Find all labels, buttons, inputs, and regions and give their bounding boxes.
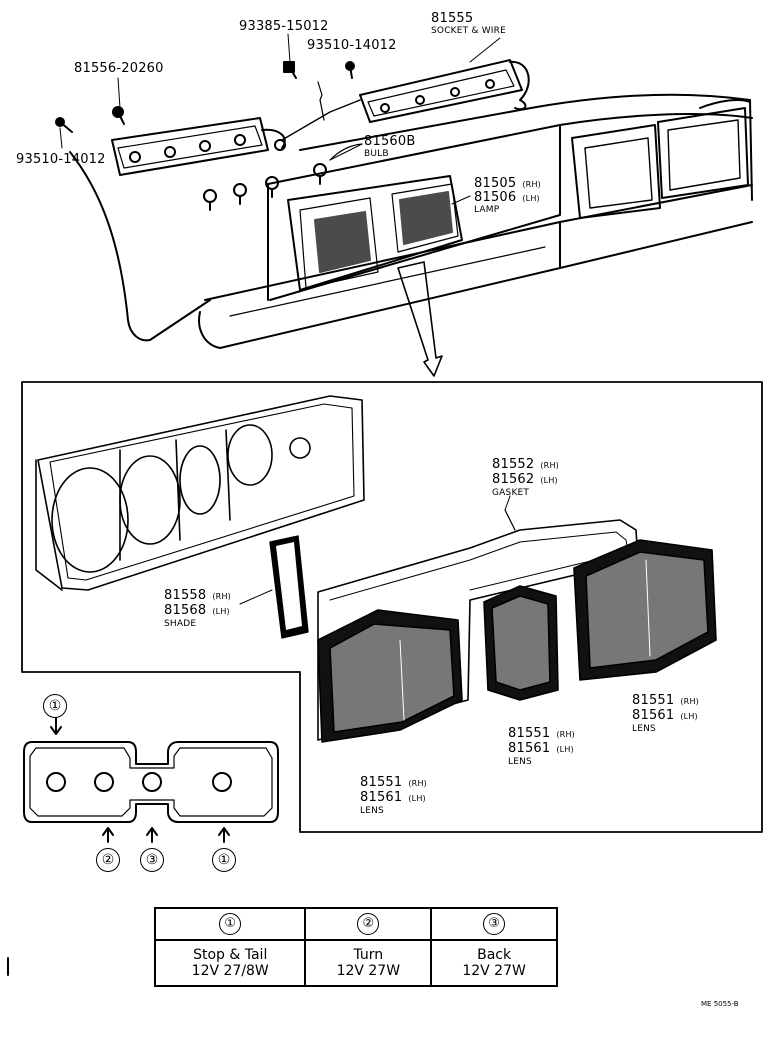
lens-left: [317, 609, 463, 743]
part-label-81562: 81562 (LH): [492, 473, 558, 487]
legend-function-2: Turn: [353, 947, 384, 963]
detail-arrow: [397, 261, 443, 377]
screw-hardware: [55, 61, 355, 133]
side-81558: (RH): [212, 592, 231, 601]
legend-spec-1: 12V 27/8W: [191, 963, 269, 979]
lamp-on-car: [287, 175, 463, 291]
part-label-lens-mid-rh: 81551 (RH): [508, 727, 575, 741]
part-number-81506: 81506: [474, 190, 517, 205]
side-81506: (LH): [522, 194, 540, 203]
side-81505: (RH): [522, 180, 541, 189]
legend-header-row: ① ② ③: [153, 907, 558, 941]
part-desc-lamp: LAMP: [474, 205, 500, 215]
side-lens-mid-rh: (RH): [556, 730, 575, 739]
part-number-lens-right-rh: 81551: [632, 693, 675, 708]
part-label-lens-right-rh: 81551 (RH): [632, 694, 699, 708]
part-label-93510-top: 93510-14012: [307, 38, 397, 53]
part-desc-lens-left: LENS: [360, 806, 384, 816]
shade-part: [269, 535, 309, 639]
part-desc-gasket: GASKET: [492, 488, 530, 498]
lamp-housing: [35, 395, 365, 591]
part-number-81558: 81558: [164, 588, 207, 603]
part-number-lens-mid-rh: 81551: [508, 726, 551, 741]
part-label-81560b: 81560B: [364, 134, 416, 149]
legend-spec-3: 12V 27W: [462, 963, 526, 979]
part-number-81552: 81552: [492, 457, 535, 472]
part-number-81562: 81562: [492, 472, 535, 487]
bulb-position-diagram: [23, 717, 279, 843]
part-desc-shade: SHADE: [164, 619, 197, 629]
side-lens-right-lh: (LH): [680, 712, 698, 721]
socket-wire-left: [111, 117, 286, 176]
part-label-lens-left-rh: 81551 (RH): [360, 776, 427, 790]
part-number-81568: 81568: [164, 603, 207, 618]
part-number-81505: 81505: [474, 176, 517, 191]
leader-lines: [7, 33, 511, 976]
legend-header-cell: ②: [304, 907, 433, 941]
bulb-position-marker-2: ②: [96, 848, 120, 872]
part-desc-socket-wire: SOCKET & WIRE: [431, 26, 506, 36]
legend-function-1: Stop & Tail: [193, 947, 268, 963]
legend-header-3: ③: [483, 913, 506, 935]
side-lens-left-lh: (LH): [408, 794, 426, 803]
legend-header-cell: ①: [153, 907, 307, 941]
part-label-lens-left-lh: 81561 (LH): [360, 791, 426, 805]
bulb-position-marker-top: ①: [43, 694, 67, 718]
part-number-lens-left-lh: 81561: [360, 790, 403, 805]
side-lens-left-rh: (RH): [408, 779, 427, 788]
part-label-lens-right-lh: 81561 (LH): [632, 709, 698, 723]
part-label-93385: 93385-15012: [239, 19, 329, 34]
legend-header-2: ②: [357, 913, 380, 935]
drawing-code: ME 5055-B: [701, 1000, 739, 1008]
lens-right: [573, 539, 717, 681]
legend-spec-2: 12V 27W: [336, 963, 401, 979]
side-81552: (RH): [540, 461, 559, 470]
part-label-81505: 81505 (RH): [474, 177, 541, 191]
part-label-81558: 81558 (RH): [164, 589, 231, 603]
part-desc-lens-right: LENS: [632, 724, 656, 734]
part-label-81506: 81506 (LH): [474, 191, 540, 205]
legend-header-cell: ③: [430, 907, 558, 941]
side-lens-mid-lh: (LH): [556, 745, 574, 754]
part-number-lens-left-rh: 81551: [360, 775, 403, 790]
bulb-position-marker-1: ①: [212, 848, 236, 872]
part-desc-bulb: BULB: [364, 149, 389, 159]
part-label-81568: 81568 (LH): [164, 604, 230, 618]
part-label-lens-mid-lh: 81561 (LH): [508, 742, 574, 756]
socket-wire-right: [281, 59, 530, 141]
bulb-position-marker-3: ③: [140, 848, 164, 872]
lens-middle: [483, 585, 559, 701]
side-lens-right-rh: (RH): [680, 697, 699, 706]
part-label-81556: 81556-20260: [74, 61, 164, 76]
detail-box-outline: [21, 381, 763, 833]
part-number-lens-mid-lh: 81561: [508, 741, 551, 756]
legend-header-1: ①: [219, 913, 242, 935]
side-81568: (LH): [212, 607, 230, 616]
side-81562: (LH): [540, 476, 558, 485]
part-desc-lens-mid: LENS: [508, 757, 532, 767]
part-number-lens-right-lh: 81561: [632, 708, 675, 723]
car-body: [69, 93, 753, 349]
part-label-93510-left: 93510-14012: [16, 152, 106, 167]
bulbs: [203, 143, 363, 211]
part-label-81552: 81552 (RH): [492, 458, 559, 472]
part-label-81555: 81555: [431, 11, 474, 26]
legend-function-3: Back: [477, 947, 512, 963]
